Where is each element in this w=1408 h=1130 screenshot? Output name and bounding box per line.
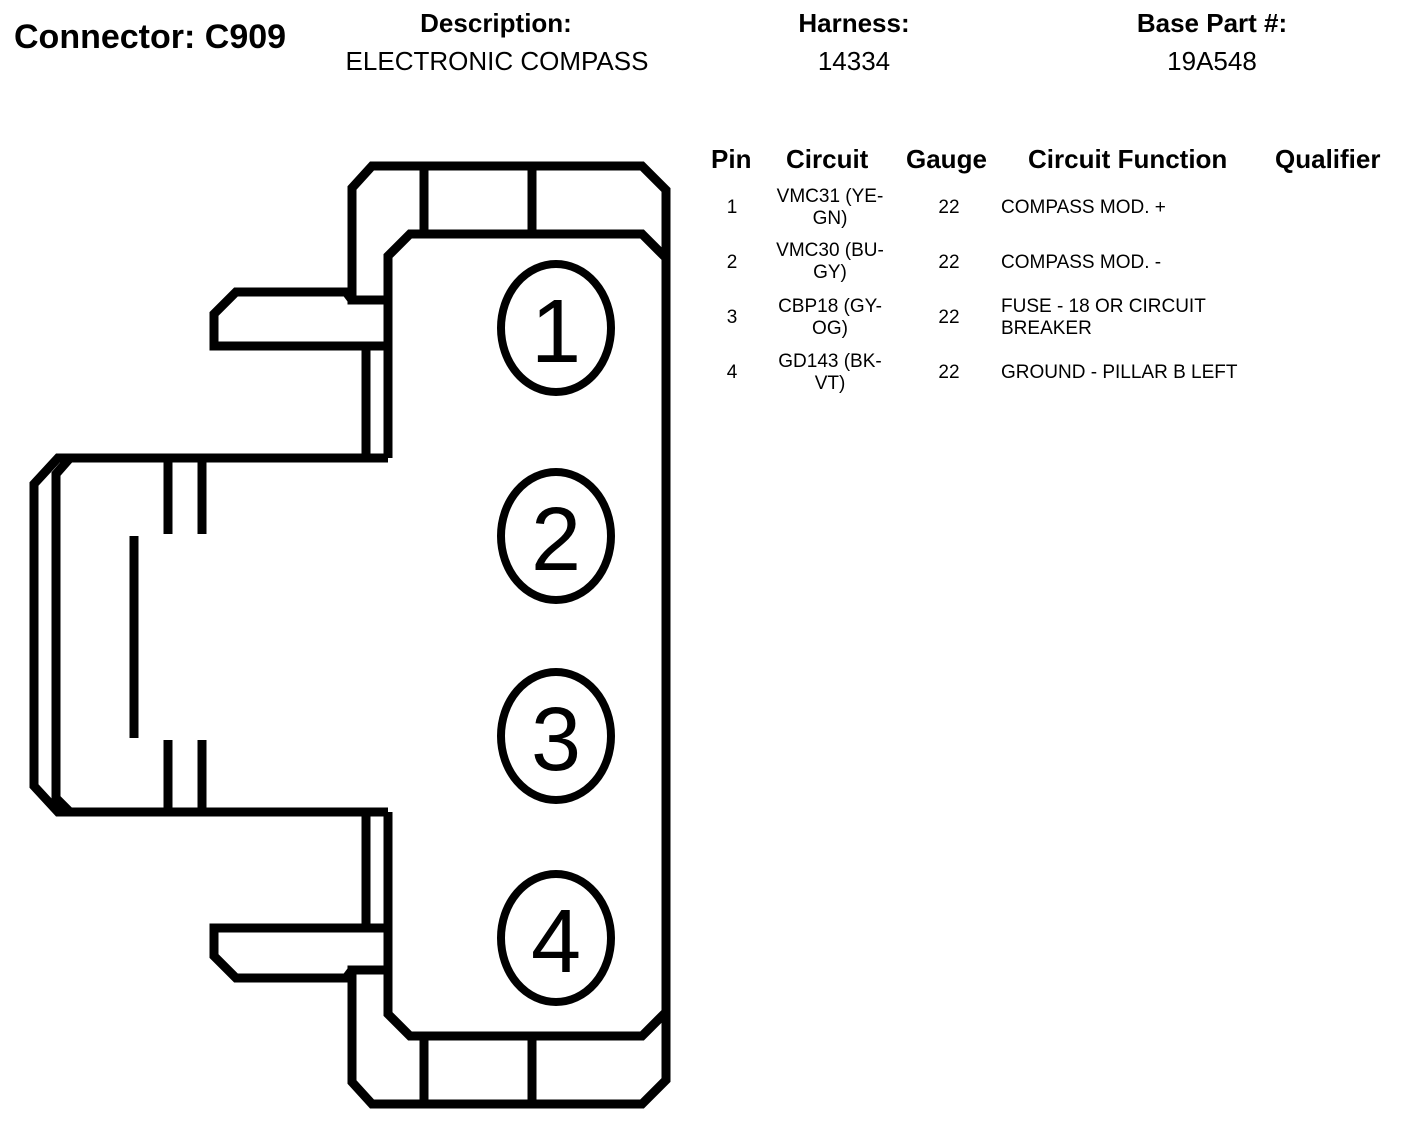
function-cell-line1: COMPASS MOD. -: [1001, 252, 1162, 273]
pin-cavity: 4: [497, 870, 615, 1006]
circuit-cell-line2: OG): [812, 318, 848, 339]
gauge-cell: 22: [938, 307, 960, 328]
base-part-label: Base Part #:: [1136, 8, 1288, 38]
function-cell-line1: FUSE - 18 OR CIRCUIT: [1001, 296, 1206, 317]
pin-cavity: 2: [497, 468, 615, 604]
circuit-cell-line2: GY): [813, 262, 847, 283]
harness-value: 14334: [817, 46, 891, 76]
pin-number-label: 2: [531, 490, 581, 590]
pin-cell: 1: [726, 197, 738, 218]
column-header-pin: Pin: [711, 144, 752, 174]
column-header-circuit-function: Circuit Function: [1028, 144, 1228, 174]
circuit-cell-line2: GN): [812, 208, 848, 229]
column-header-circuit: Circuit: [786, 144, 869, 174]
gauge-cell: 22: [938, 362, 960, 383]
column-header-qualifier: Qualifier: [1275, 144, 1381, 174]
pin-number-label: 4: [531, 892, 581, 992]
pin-cell: 2: [726, 252, 738, 273]
gauge-cell: 22: [938, 252, 960, 273]
circuit-cell-line1: VMC31 (YE-: [776, 186, 884, 207]
pin-number-label: 3: [531, 690, 581, 790]
description-value: ELECTRONIC COMPASS: [345, 46, 649, 76]
pin-cavity: 3: [497, 668, 615, 804]
function-cell-line1: GROUND - PILLAR B LEFT: [1001, 362, 1238, 383]
base-part-value: 19A548: [1167, 46, 1257, 76]
pin-number-label: 1: [531, 282, 581, 382]
circuit-cell-line1: GD143 (BK-: [778, 351, 882, 372]
gauge-cell: 22: [938, 197, 960, 218]
function-cell-line2: BREAKER: [1001, 318, 1092, 339]
connector-face-drawing: 1 2 3 4: [29, 161, 671, 1109]
column-header-gauge: Gauge: [906, 144, 987, 174]
function-cell-line1: COMPASS MOD. +: [1001, 197, 1166, 218]
pin-cell: 3: [726, 307, 738, 328]
circuit-cell-line1: VMC30 (BU-: [776, 240, 884, 261]
pin-cavity: 1: [497, 260, 615, 396]
description-label: Description:: [420, 8, 572, 38]
circuit-cell-line2: VT): [814, 373, 846, 394]
harness-label: Harness:: [798, 8, 910, 38]
connector-title: Connector: C909: [14, 18, 287, 56]
pin-cell: 4: [726, 362, 738, 383]
circuit-cell-line1: CBP18 (GY-: [778, 296, 882, 317]
